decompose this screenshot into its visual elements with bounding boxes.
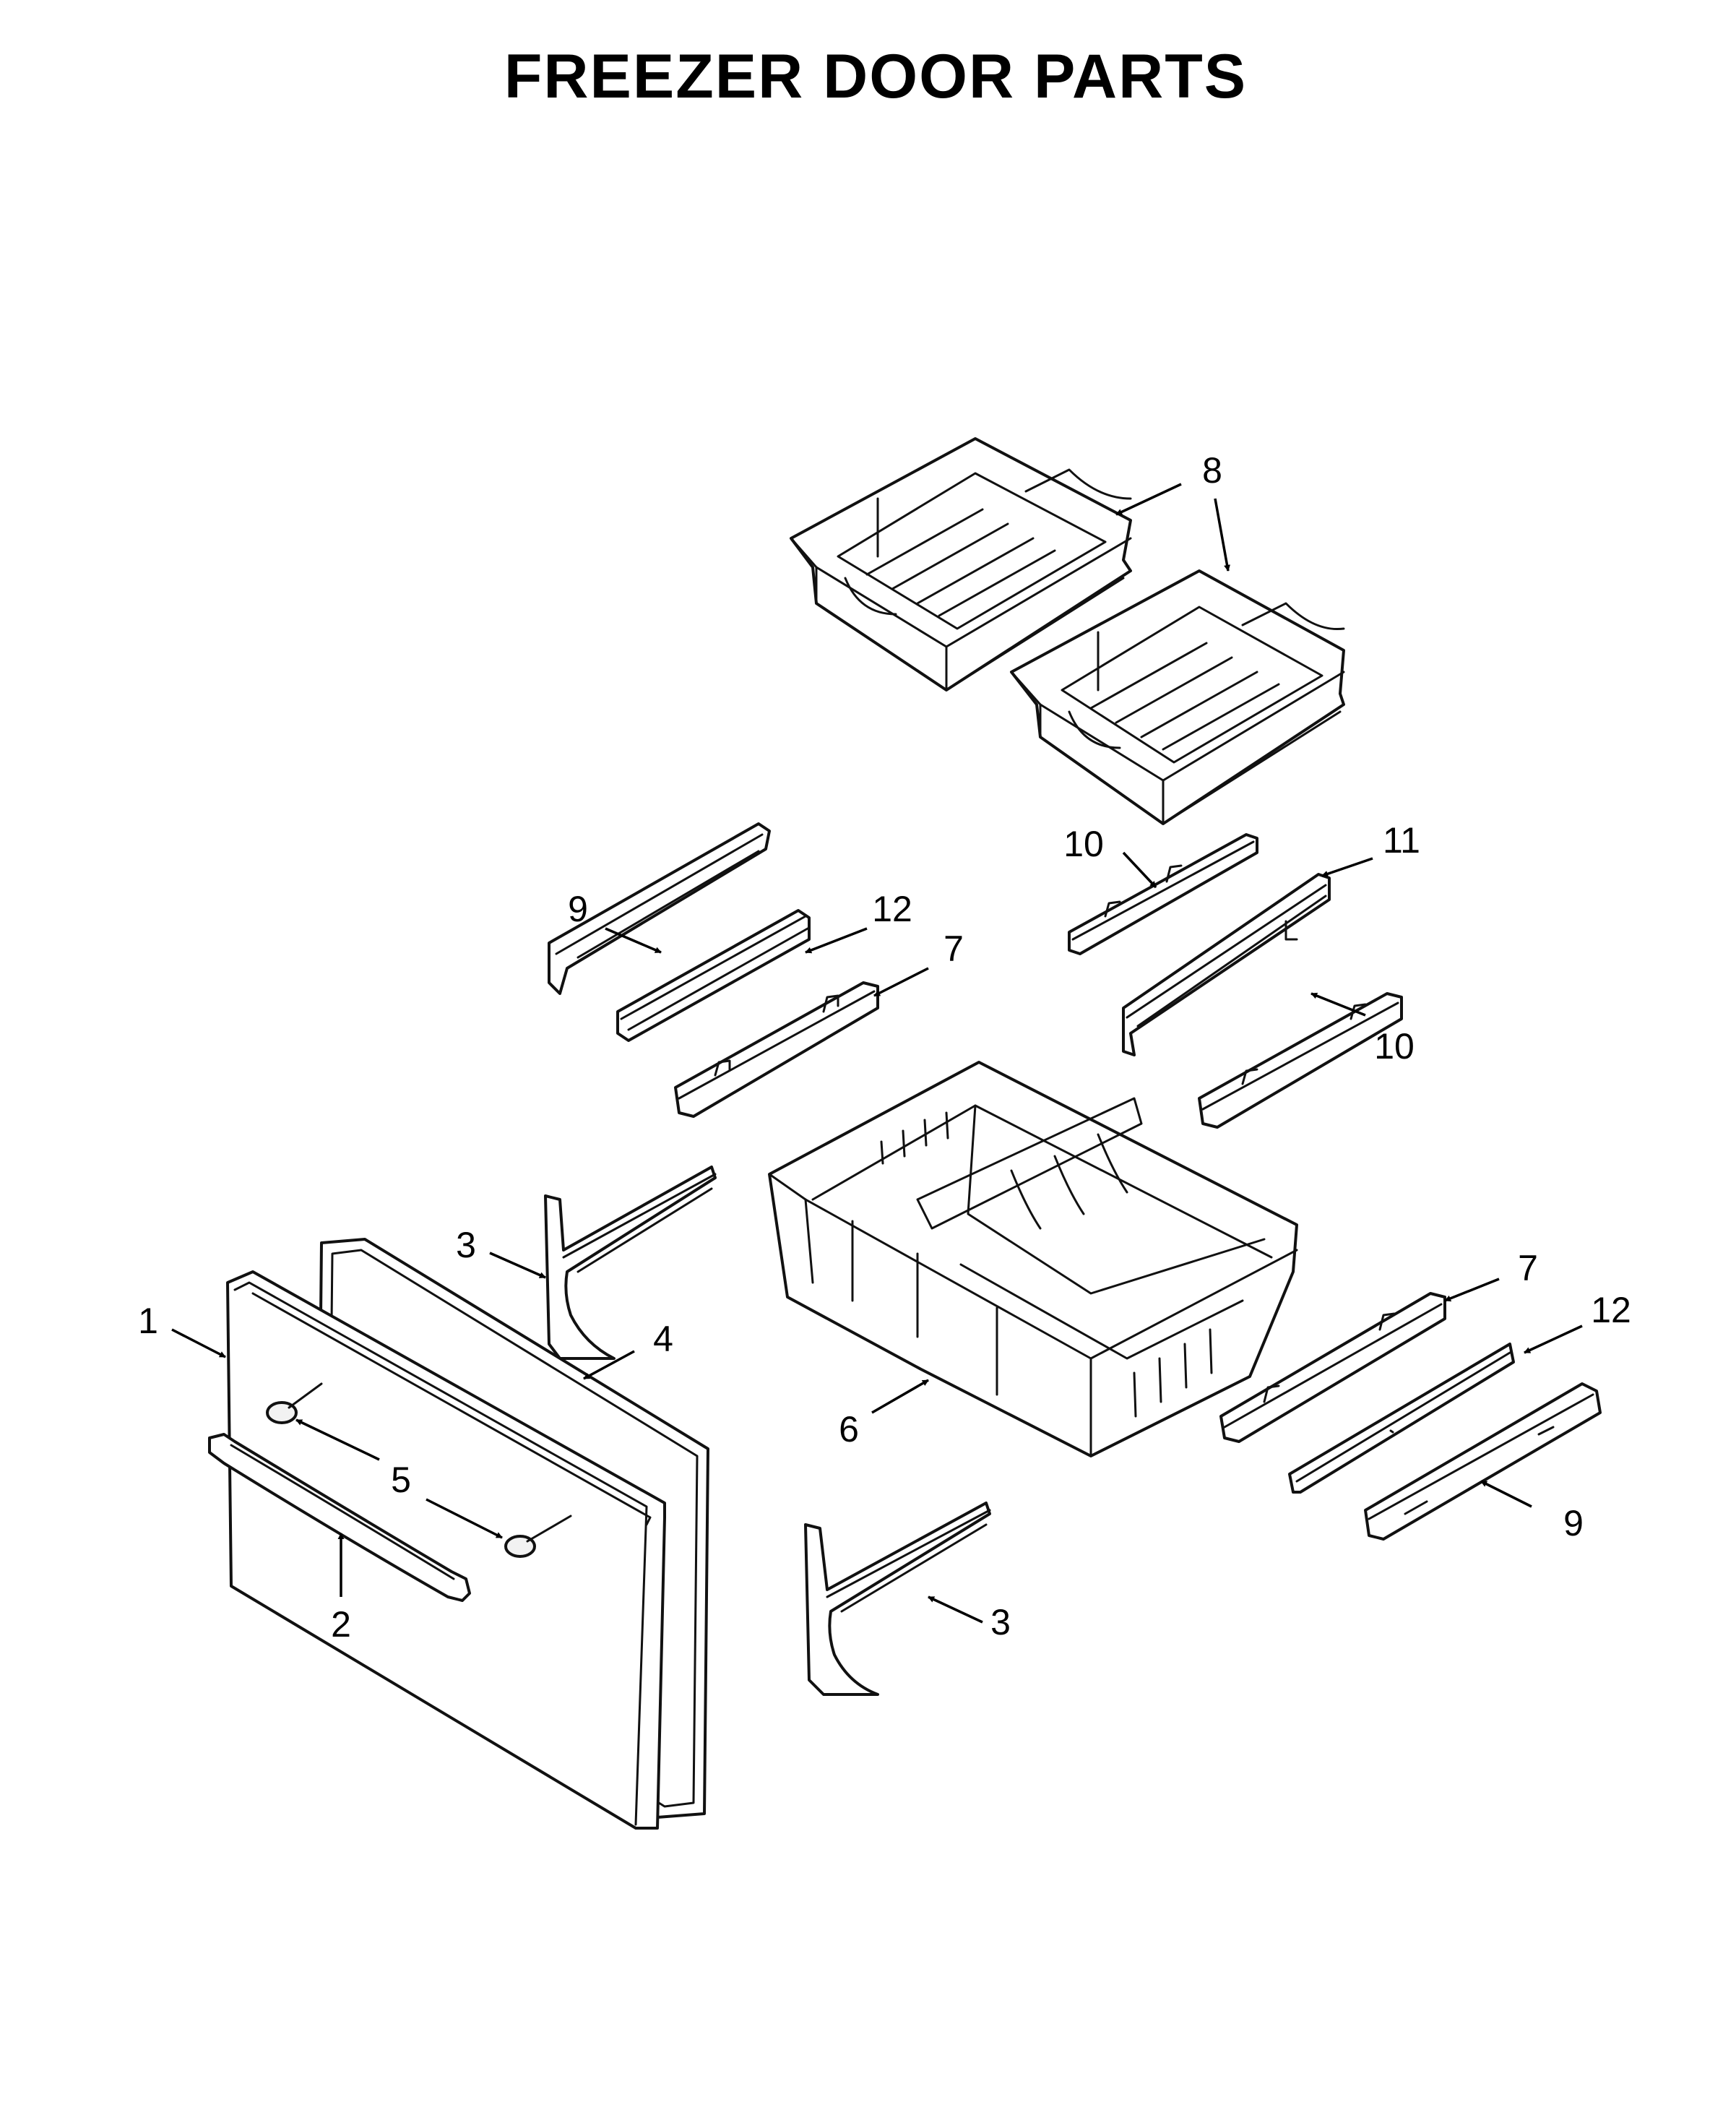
part-bracket-lower <box>804 1502 991 1696</box>
part-screw-lower <box>504 1515 572 1558</box>
part-left-rail-slide <box>674 981 879 1118</box>
leader-lines <box>171 483 1583 1624</box>
callout-11: 11 <box>1383 820 1420 861</box>
part-left-rail-middle <box>616 909 811 1042</box>
part-screw-upper <box>266 1382 323 1424</box>
part-freezer-door <box>226 1270 666 1830</box>
callout-2: 2 <box>331 1604 351 1645</box>
part-door-handle <box>208 1433 471 1602</box>
callout-12-right: 12 <box>1591 1290 1631 1330</box>
callout-9-right: 9 <box>1563 1503 1584 1543</box>
callout-12-left: 12 <box>872 889 912 929</box>
part-right-rail-upper <box>1068 833 1258 955</box>
callout-7-right: 7 <box>1518 1248 1538 1288</box>
callout-3-lower: 3 <box>990 1602 1011 1642</box>
part-upper-basket-front <box>1010 569 1345 825</box>
callout-10-lower: 10 <box>1374 1026 1415 1067</box>
part-upper-basket-rear <box>790 437 1132 692</box>
callout-1: 1 <box>138 1301 158 1341</box>
callout-4: 4 <box>653 1319 673 1359</box>
part-lower-basket <box>768 1061 1298 1457</box>
part-right-rail-center <box>1122 873 1331 1056</box>
callout-9-left: 9 <box>568 889 588 929</box>
callout-7-left: 7 <box>943 929 964 969</box>
part-right-middle-rail <box>1288 1343 1515 1494</box>
callout-6: 6 <box>839 1409 859 1450</box>
callout-8: 8 <box>1202 450 1222 491</box>
part-right-rail-lower <box>1198 992 1403 1129</box>
callout-3-upper: 3 <box>456 1225 476 1265</box>
part-left-rail-cover <box>548 822 771 995</box>
part-bracket-upper <box>544 1166 717 1360</box>
diagram-title: FREEZER DOOR PARTS <box>504 42 1247 111</box>
part-right-slide-rail <box>1219 1292 1446 1443</box>
callout-10-upper: 10 <box>1063 824 1104 864</box>
part-right-rail-cover <box>1364 1382 1602 1541</box>
callout-5: 5 <box>391 1460 411 1500</box>
